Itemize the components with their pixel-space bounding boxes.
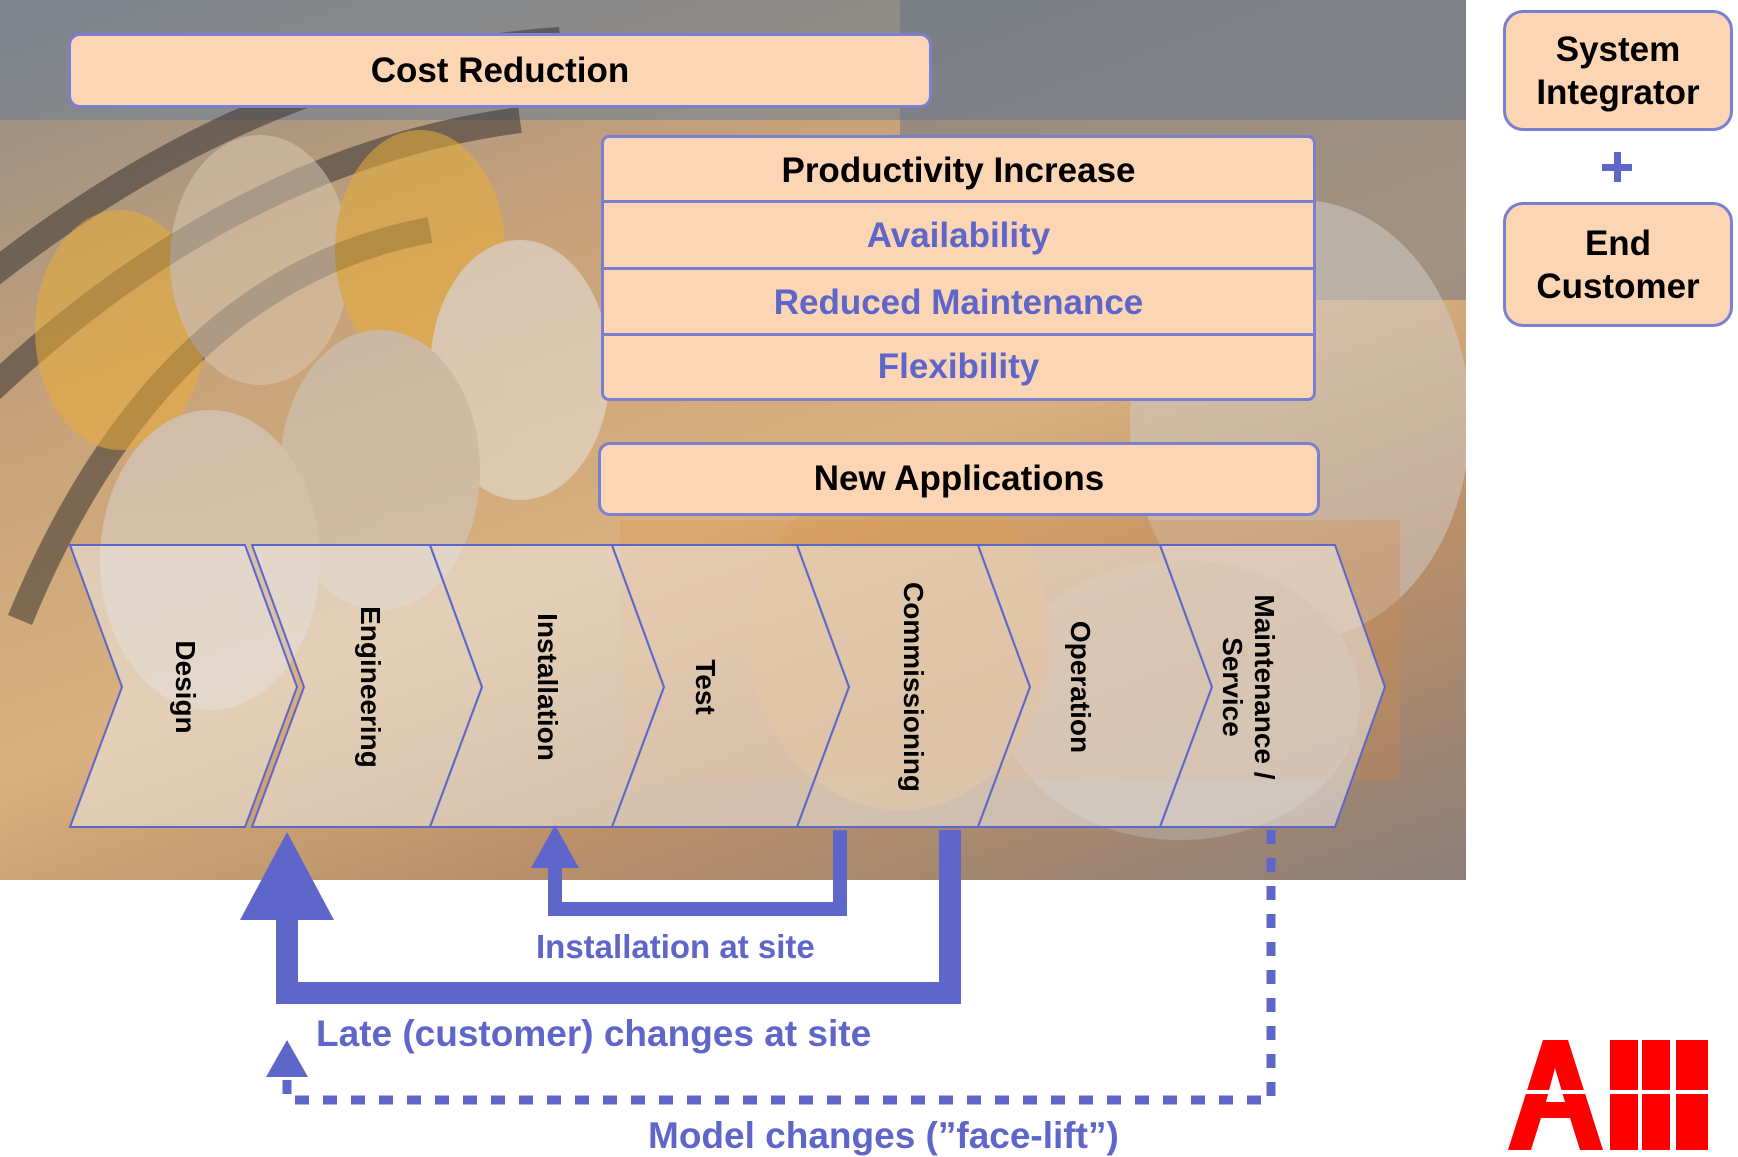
stage-label-design: Design: [170, 640, 201, 734]
new-applications-label: New Applications: [813, 459, 1105, 498]
stage-label-engineering: Engineering: [355, 606, 386, 768]
divider: [604, 267, 1313, 270]
divider: [604, 333, 1313, 336]
reduced-maintenance-label: Reduced Maintenance: [773, 283, 1144, 322]
cost-reduction-box: Cost Reduction: [68, 33, 932, 108]
availability-row: Availability: [604, 203, 1313, 268]
availability-label: Availability: [866, 215, 1051, 255]
model-changes-feedback-arrow: [266, 830, 1276, 1105]
plus-icon: [1602, 152, 1632, 182]
stage-label-installation: Installation: [532, 613, 563, 761]
divider: [604, 200, 1313, 203]
flexibility-row: Flexibility: [604, 336, 1313, 398]
productivity-increase-label: Productivity Increase: [781, 150, 1136, 190]
model-changes-label: Model changes (”face-lift”): [648, 1115, 1119, 1156]
chevron-design: [68, 544, 299, 828]
late-changes-label: Late (customer) changes at site: [316, 1013, 872, 1054]
cost-reduction-label: Cost Reduction: [370, 50, 630, 90]
reduced-maintenance-row: Reduced Maintenance: [604, 270, 1313, 336]
productivity-stack: Productivity Increase Availability Reduc…: [601, 135, 1316, 401]
installation-feedback-arrow: [531, 825, 847, 916]
stage-label-operation: Operation: [1065, 620, 1096, 754]
stage-label-maintenance: Maintenance / Service: [1217, 594, 1280, 780]
chevron-maintenance: [1158, 544, 1387, 828]
late-changes-feedback-arrow: [240, 830, 961, 1004]
end-customer-box: End Customer: [1503, 202, 1733, 327]
system-integrator-box: System Integrator: [1503, 10, 1733, 131]
stage-label-commissioning: Commissioning: [898, 581, 929, 792]
system-integrator-label: System Integrator: [1536, 29, 1700, 112]
flexibility-label: Flexibility: [877, 347, 1040, 386]
productivity-increase-row: Productivity Increase: [604, 138, 1313, 203]
installation-at-site-label: Installation at site: [536, 928, 815, 965]
new-applications-box: New Applications: [598, 442, 1320, 516]
stage-label-test: Test: [690, 659, 721, 715]
end-customer-label: End Customer: [1536, 223, 1700, 306]
abb-logo: [1508, 1040, 1708, 1150]
